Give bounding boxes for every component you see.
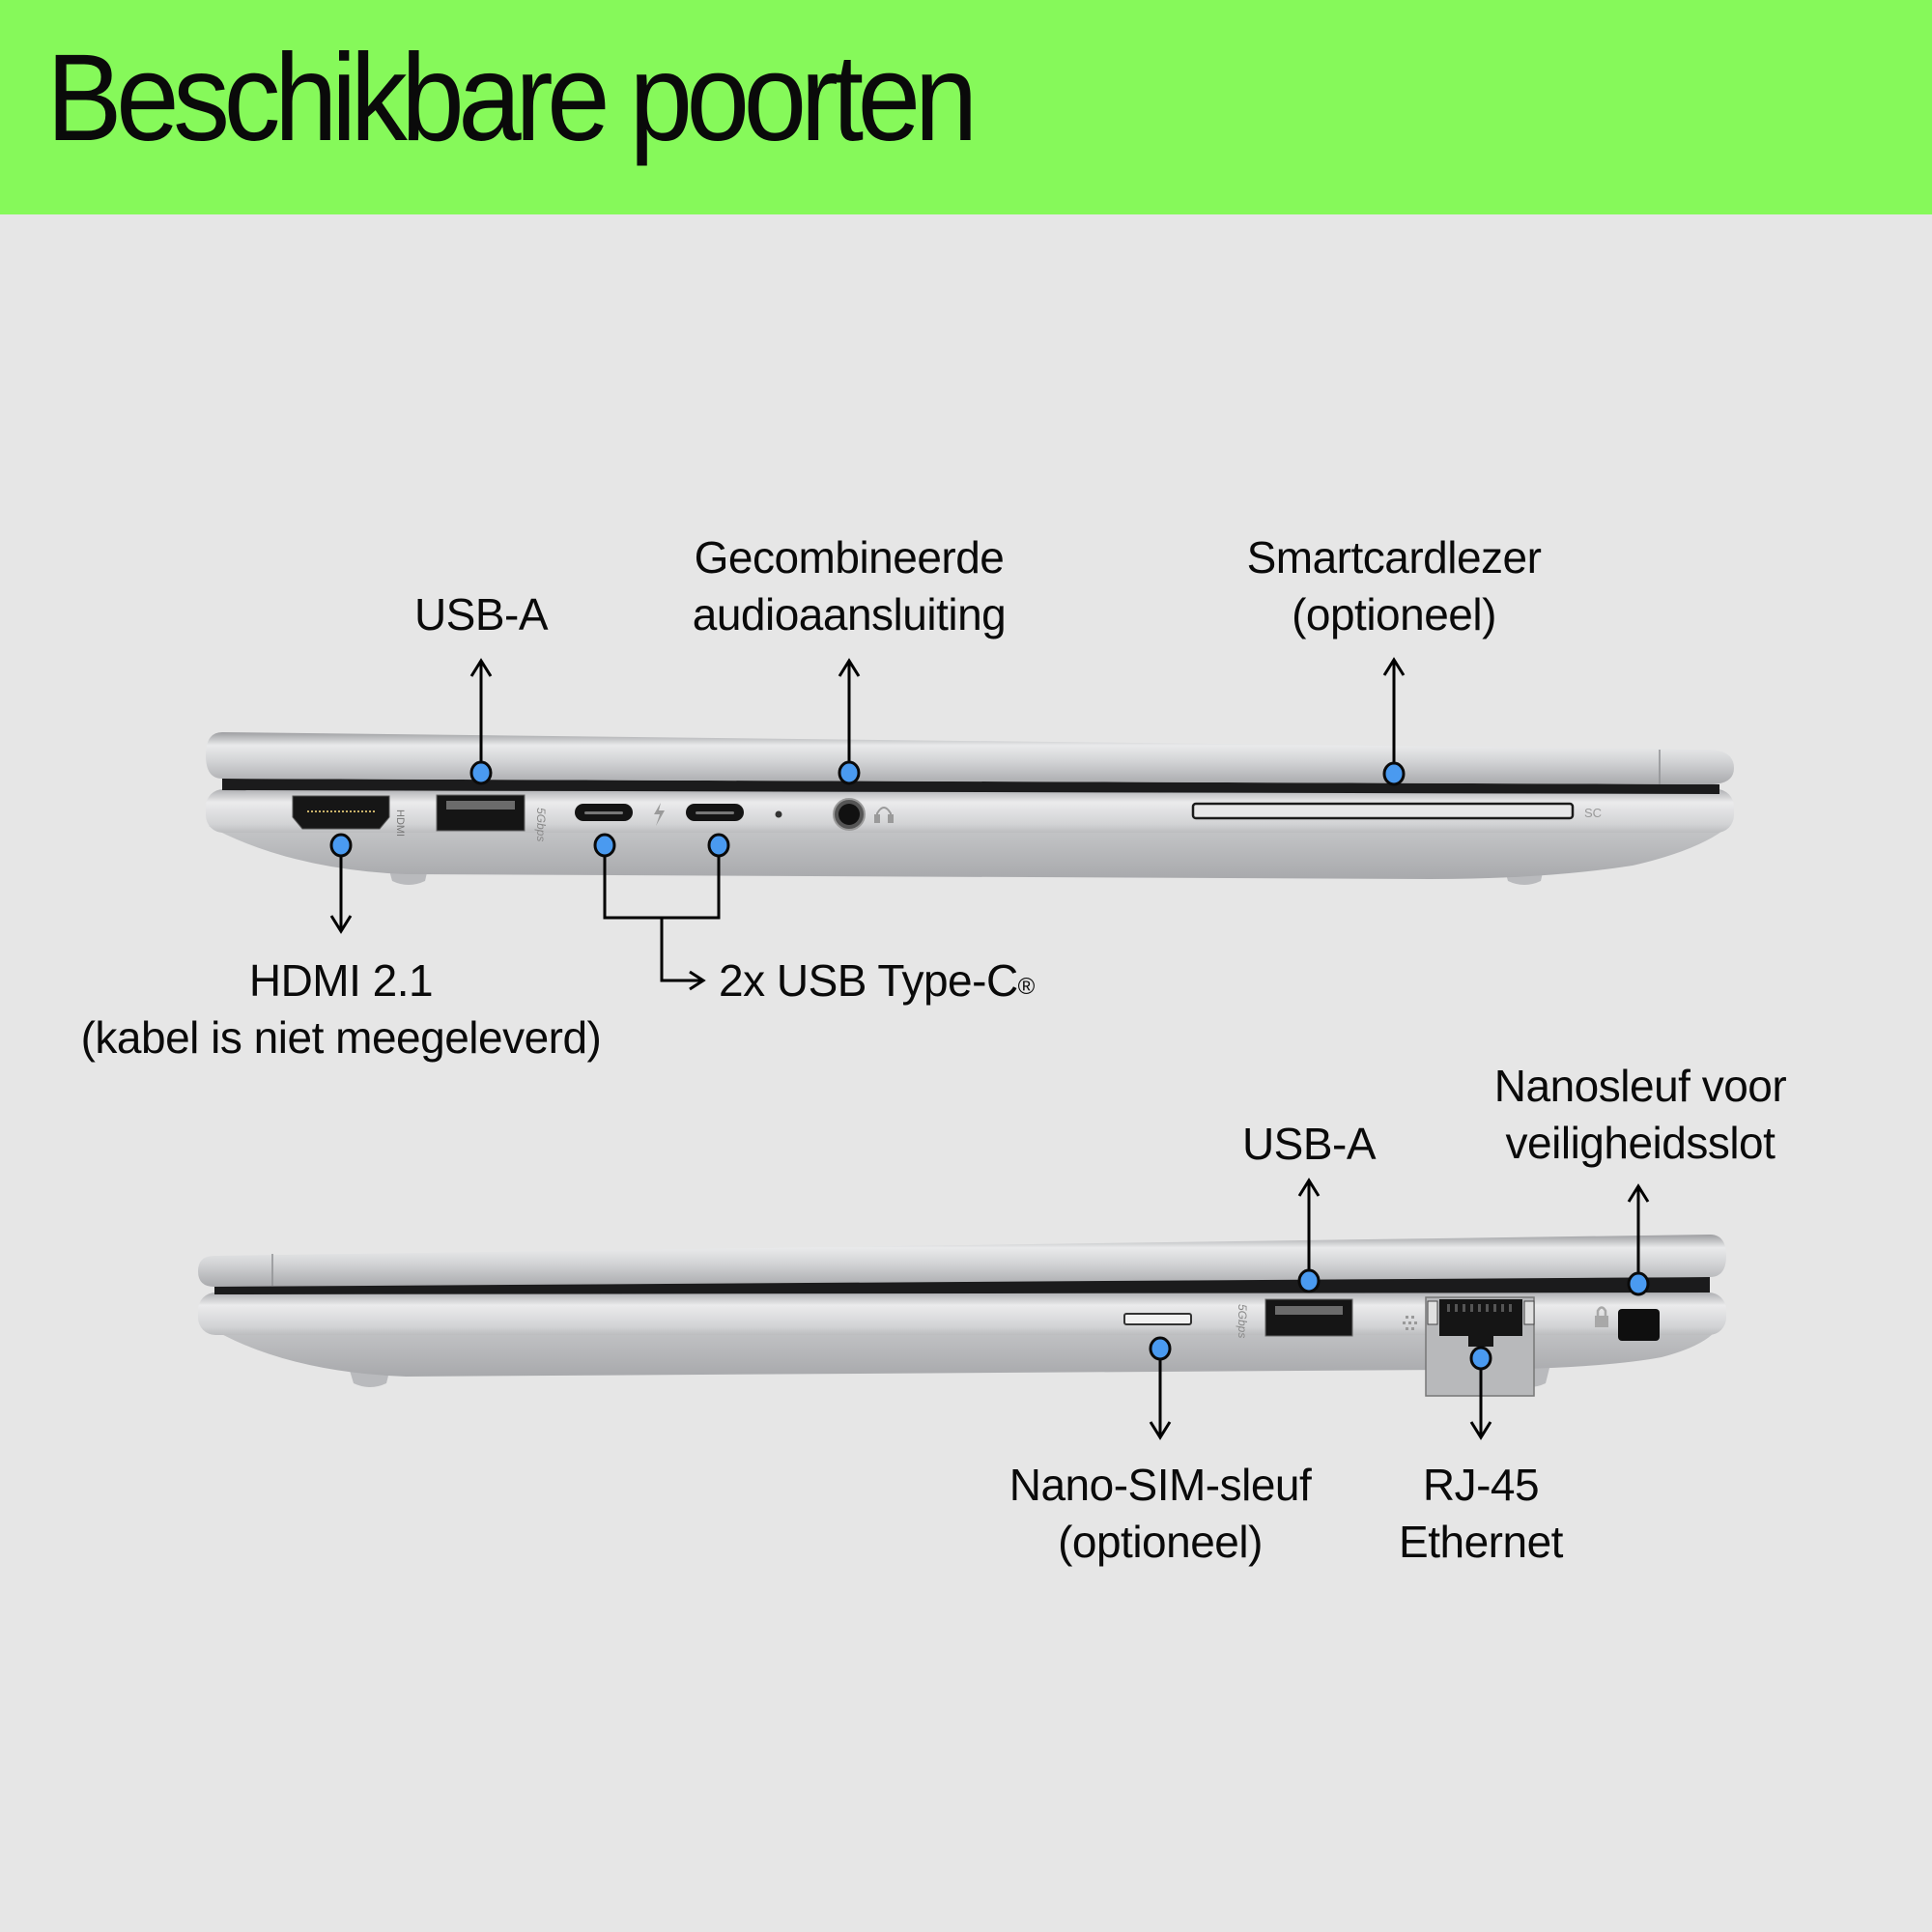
padlock-icon: [1595, 1306, 1608, 1327]
network-icon: [1403, 1316, 1417, 1330]
dot-usb-c-2: [707, 833, 730, 858]
laptop-left-side: [206, 732, 1734, 885]
hdmi-port: [292, 795, 390, 830]
thunderbolt-icon: [654, 803, 665, 826]
label-usb-a-left: USB-A: [413, 589, 549, 639]
dot-sim: [1149, 1336, 1172, 1361]
usb-5gbps-marking: 5Gbps: [534, 808, 548, 841]
audio-jack: [833, 798, 866, 831]
headset-icon: [874, 807, 894, 823]
header-banner: Beschikbare poorten: [0, 0, 1932, 214]
dot-usb-a-left: [469, 760, 493, 785]
dot-usb-c-1: [593, 833, 616, 858]
dot-rj45: [1469, 1346, 1492, 1371]
dot-usb-a-right: [1297, 1268, 1321, 1293]
label-usb-c: 2x USB Type-C®: [719, 955, 1035, 1006]
label-hdmi: HDMI 2.1 (kabel is niet meegeleverd): [80, 955, 602, 1063]
usb-5gbps-marking-right: 5Gbps: [1236, 1304, 1249, 1338]
security-lock-slot: [1618, 1309, 1660, 1341]
usb-a-port-right: [1264, 1298, 1353, 1337]
page-title: Beschikbare poorten: [46, 29, 978, 167]
smartcard-marking: SC: [1584, 806, 1602, 820]
label-usb-a-right: USB-A: [1241, 1119, 1377, 1169]
label-rj45: RJ-45 Ethernet: [1399, 1460, 1563, 1567]
dot-smartcard: [1382, 761, 1406, 786]
smartcard-slot: [1191, 802, 1575, 820]
laptop-right-side: [198, 1235, 1726, 1387]
nano-sim-slot: [1123, 1313, 1192, 1325]
label-lock-slot: Nanosleuf voor veiligheidsslot: [1493, 1061, 1787, 1168]
label-smartcard: Smartcardlezer (optioneel): [1246, 532, 1542, 639]
usb-a-port-left: [436, 794, 526, 832]
hdmi-marking: HDMI: [394, 810, 406, 837]
callout-lines: [329, 657, 1650, 1440]
dot-lock: [1627, 1271, 1650, 1296]
label-audio: Gecombineerde audioaansluiting: [692, 532, 1007, 639]
dot-hdmi: [329, 833, 353, 858]
dot-audio: [838, 760, 861, 785]
status-led: [775, 810, 782, 818]
label-nano-sim: Nano-SIM-sleuf (optioneel): [1009, 1460, 1312, 1567]
callout-dots: [329, 760, 1650, 1371]
